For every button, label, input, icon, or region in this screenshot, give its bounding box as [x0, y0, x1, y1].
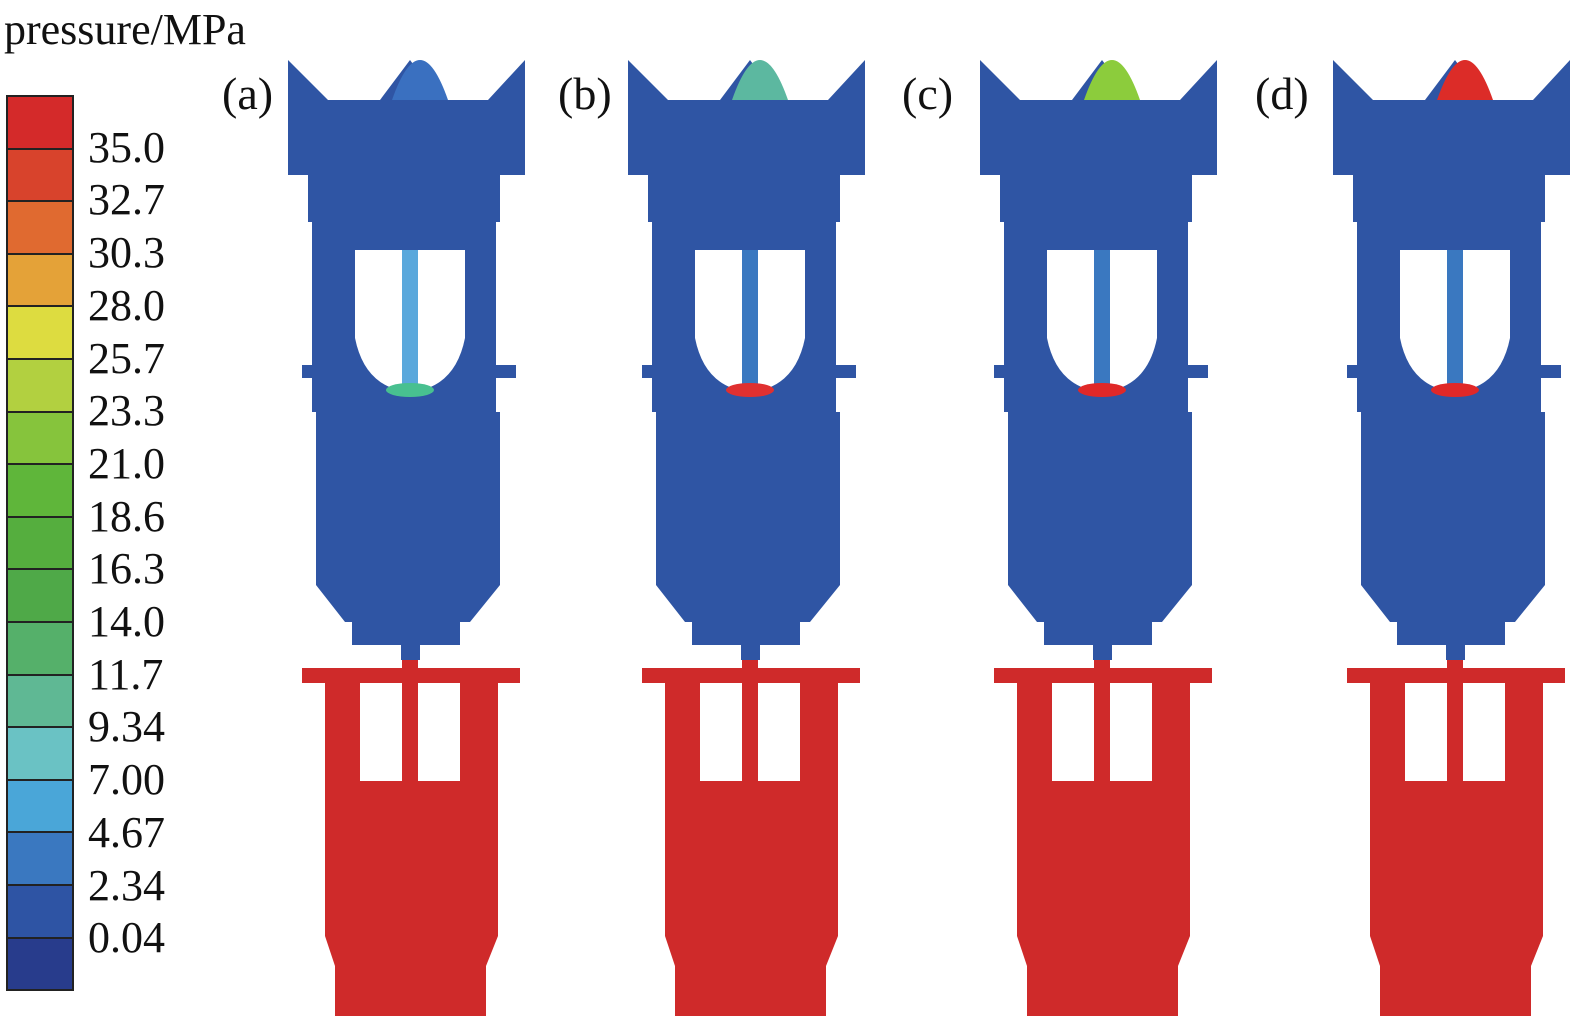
colorbar-tick-label: 32.7	[88, 175, 165, 225]
valve-top-dome	[732, 60, 788, 100]
colorbar-swatch	[8, 97, 72, 150]
colorbar-swatch	[8, 675, 72, 729]
colorbar-swatch	[8, 359, 72, 413]
colorbar-swatch	[8, 728, 72, 781]
colorbar-tick-label: 2.34	[88, 860, 165, 910]
colorbar-tick-label: 30.3	[88, 228, 165, 278]
colorbar-swatch	[8, 885, 72, 939]
colorbar-tick-label: 35.0	[88, 122, 165, 172]
valve-lower-body	[994, 668, 1212, 1016]
valve-seat-spot	[726, 383, 774, 397]
valve-top-dome	[1084, 60, 1140, 100]
colorbar-tick-label: 11.7	[88, 649, 164, 699]
colorbar-swatch	[8, 412, 72, 466]
valve-lower-body	[1347, 668, 1565, 1016]
colorbar-tick-label: 16.3	[88, 544, 165, 594]
legend-title: pressure/MPa	[4, 5, 246, 54]
colorbar-swatch	[8, 149, 72, 203]
colorbar-tick-label: 4.67	[88, 807, 165, 857]
colorbar-tick-label: 7.00	[88, 755, 165, 805]
valve-seat-spot	[1431, 383, 1479, 397]
colorbar-tick-label: 28.0	[88, 280, 165, 330]
colorbar-swatch	[8, 254, 72, 308]
colorbar-tick-label: 0.04	[88, 913, 165, 963]
valve-needle	[1094, 250, 1110, 388]
panel-label: (b)	[558, 68, 612, 119]
colorbar-tick-label: 14.0	[88, 597, 165, 647]
valve-needle	[402, 250, 418, 388]
panel-label: (c)	[902, 68, 954, 119]
colorbar-swatch	[8, 202, 72, 255]
colorbar-swatch	[8, 465, 72, 518]
colorbar-tick-label: 9.34	[88, 702, 165, 752]
pressure-colorbar	[6, 95, 74, 991]
colorbar-swatch	[8, 307, 72, 360]
colorbar-tick-label: 23.3	[88, 386, 165, 436]
colorbar-swatch	[8, 938, 72, 990]
colorbar-swatch	[8, 833, 72, 886]
colorbar-tick-label: 25.7	[88, 333, 165, 383]
valve-stem	[742, 660, 758, 781]
panel-label: (a)	[222, 68, 274, 119]
valve-stem	[402, 660, 418, 781]
valve-panel-4	[1333, 60, 1570, 1016]
colorbar-swatch	[8, 622, 72, 676]
valve-seat-spot	[386, 383, 434, 397]
valve-top-dome	[1437, 60, 1493, 100]
colorbar-tick-label: 21.0	[88, 438, 165, 488]
valve-panel-3	[980, 60, 1217, 1016]
valve-lower-body	[302, 668, 520, 1016]
valve-panel-1	[288, 60, 525, 1016]
colorbar-swatch	[8, 780, 72, 834]
colorbar-swatch	[8, 570, 72, 623]
valve-top-dome	[392, 60, 448, 100]
valve-stem	[1447, 660, 1463, 781]
valve-stem	[1094, 660, 1110, 781]
colorbar-tick-label: 18.6	[88, 491, 165, 541]
valve-lower-body	[642, 668, 860, 1016]
valve-needle	[742, 250, 758, 388]
colorbar-swatch	[8, 517, 72, 571]
panel-label: (d)	[1255, 68, 1309, 119]
valve-seat-spot	[1078, 383, 1126, 397]
valve-needle	[1447, 250, 1463, 388]
valve-panel-2	[628, 60, 865, 1016]
